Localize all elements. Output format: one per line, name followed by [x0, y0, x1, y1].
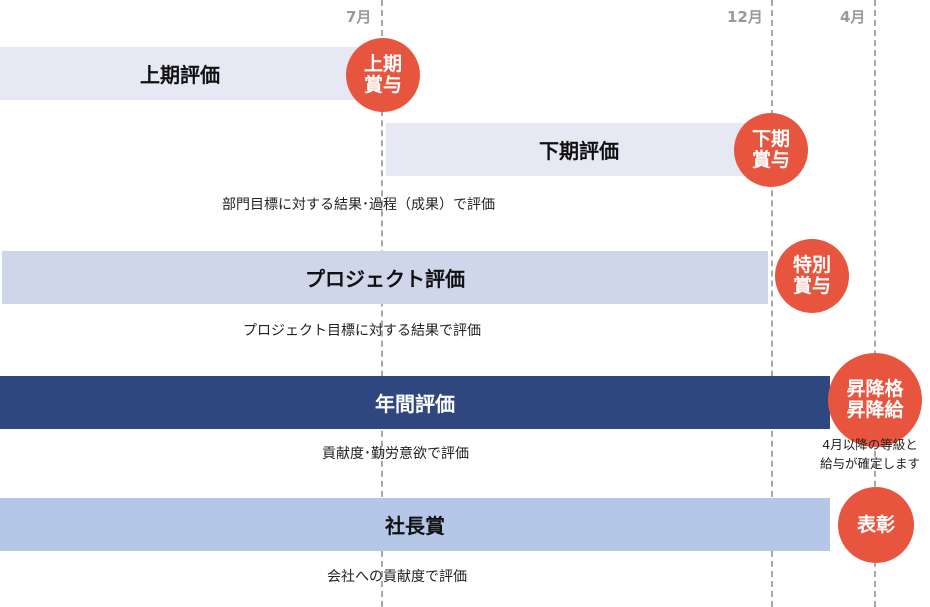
second-half-evaluation-bar: 下期評価 — [386, 123, 772, 176]
project-evaluation-bar: プロジェクト評価 — [2, 251, 768, 304]
month-label-july: 7月 — [346, 8, 372, 26]
annual-evaluation-bar: 年間評価 — [0, 376, 830, 429]
first-half-bonus-badge: 上期 賞与 — [346, 38, 420, 112]
president-award-note: 会社への貢献度で評価 — [327, 569, 467, 585]
annual-note: 貢献度･勤労意欲で評価 — [322, 446, 469, 462]
april-line — [874, 0, 876, 607]
project-note: プロジェクト目標に対する結果で評価 — [243, 323, 481, 339]
commendation-badge: 表彰 — [838, 487, 914, 563]
december-line — [771, 0, 773, 607]
month-label-december: 12月 — [727, 8, 763, 26]
promotion-raise-badge: 昇降格 昇降給 — [828, 353, 922, 447]
second-half-bonus-badge: 下期 賞与 — [734, 113, 808, 187]
grade-salary-note: 4月以降の等級と 給与が確定します — [820, 437, 921, 471]
special-bonus-badge: 特別 賞与 — [775, 239, 849, 313]
month-label-april: 4月 — [840, 8, 866, 26]
president-award-bar: 社長賞 — [0, 498, 830, 551]
first-half-evaluation-bar: 上期評価 — [0, 47, 383, 100]
first-half-note: 部門目標に対する結果･過程（成果）で評価 — [222, 197, 495, 213]
